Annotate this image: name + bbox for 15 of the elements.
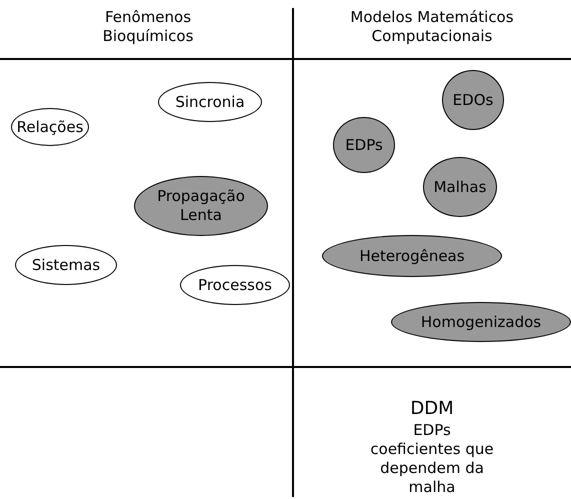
- column-heading: Modelos Matemáticos Computacionais: [349, 8, 515, 46]
- note-text: coeficientes que dependem da malha: [369, 440, 495, 497]
- ellipse-node: Sincronia: [158, 82, 262, 122]
- ellipse-node: Propagação Lenta: [134, 176, 268, 236]
- ellipse-node: Malhas: [423, 157, 497, 217]
- ellipse-node: EDPs: [333, 117, 395, 173]
- note-text: EDPs: [412, 421, 452, 440]
- ellipse-node: Processos: [180, 265, 290, 305]
- ellipse-node: Sistemas: [15, 245, 117, 285]
- ellipse-node: Heterogêneas: [322, 235, 502, 277]
- ellipse-node: Homogenizados: [391, 302, 571, 342]
- column-heading: Fenômenos Bioquímicos: [102, 8, 194, 46]
- ellipse-node: Relações: [11, 108, 89, 146]
- ellipse-node: EDOs: [442, 70, 504, 130]
- note-heading: DDM: [409, 398, 455, 420]
